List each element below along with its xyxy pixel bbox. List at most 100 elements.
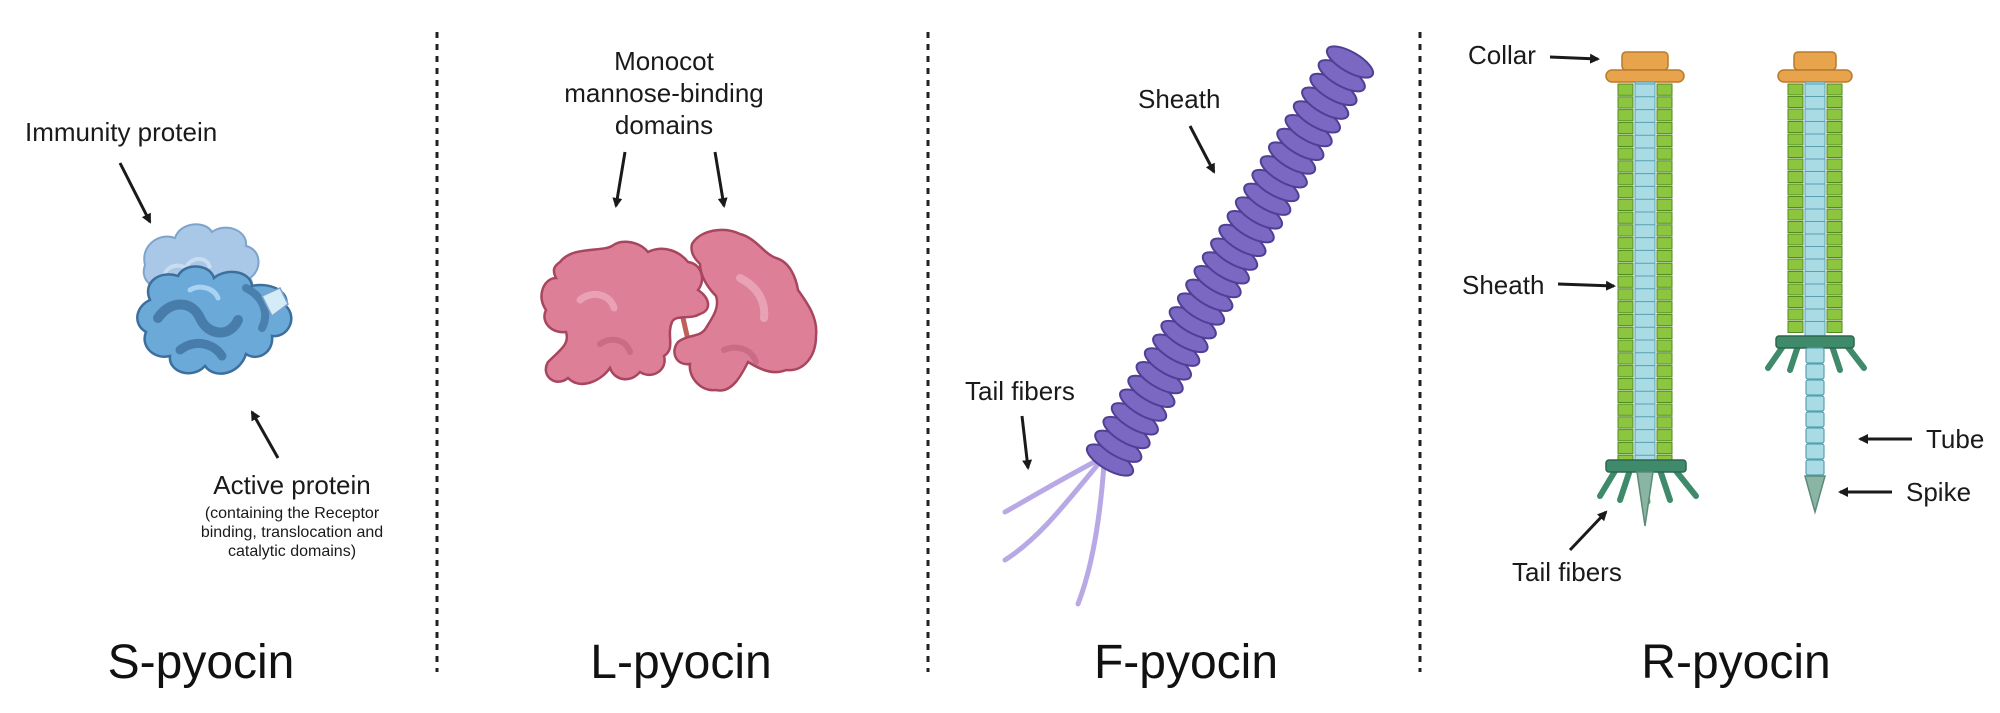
r-pyocin-extended: [1597, 51, 1699, 527]
sheath-block: [1617, 326, 1634, 340]
sheath-block: [1617, 352, 1634, 365]
sheath-block: [1656, 147, 1673, 160]
f-pyocin-tail-fibers: [1002, 457, 1107, 607]
r-pyocin-panel: Collar Sheath Tail fibers Tube Spike R-p…: [1462, 40, 1984, 689]
sheath-block: [1656, 109, 1673, 122]
sheath-block: [1826, 133, 1843, 146]
sheath-block: [1617, 403, 1634, 416]
r-pyocin-title: R-pyocin: [1641, 636, 1830, 689]
f-sheath-arrow: [1188, 125, 1216, 174]
sheath-block: [1787, 96, 1804, 108]
r-sheath-arrow: [1557, 280, 1616, 291]
sheath-block: [1656, 416, 1673, 429]
sheath-block: [1656, 429, 1673, 442]
sheath-block: [1787, 246, 1804, 258]
sheath-block: [1617, 134, 1634, 147]
sheath-block: [1656, 211, 1673, 224]
sheath-block: [1787, 221, 1804, 233]
sheath-block: [1617, 416, 1634, 429]
active-arrow: [250, 410, 280, 459]
sheath-block: [1656, 313, 1673, 327]
tube-segment: [1805, 379, 1825, 396]
sheath-block: [1617, 198, 1634, 211]
sheath-block: [1656, 377, 1673, 391]
sheath-block: [1656, 121, 1673, 135]
sheath-block: [1826, 221, 1843, 233]
r2-collar-base: [1777, 69, 1853, 83]
sheath-block: [1617, 288, 1634, 301]
sheath-block: [1617, 249, 1634, 263]
sheath-block: [1656, 301, 1673, 314]
sheath-block: [1787, 296, 1804, 308]
sheath-block: [1656, 160, 1673, 173]
sheath-block: [1617, 339, 1634, 352]
sheath-block: [1617, 377, 1634, 391]
sheath-block: [1826, 108, 1843, 121]
r-contracted-sheath: [1787, 81, 1843, 337]
f-sheath-label: Sheath: [1138, 84, 1220, 114]
sheath-block: [1826, 196, 1843, 208]
sheath-block: [1787, 271, 1804, 283]
sheath-block: [1826, 183, 1843, 196]
sheath-block: [1617, 185, 1634, 199]
domains-label-line3: domains: [615, 110, 713, 140]
f-tail-fibers-arrow: [1020, 415, 1033, 470]
sheath-block: [1617, 160, 1634, 173]
sheath-block: [1826, 258, 1843, 271]
sheath-block: [1826, 296, 1843, 308]
r-extended-baseplate: [1597, 459, 1699, 527]
r-contracted-baseplate: [1765, 335, 1867, 373]
f-pyocin-title: F-pyocin: [1094, 636, 1278, 689]
sheath-block: [1656, 249, 1673, 263]
r-pyocin-contracted: [1765, 51, 1867, 515]
r-tail-fibers-label: Tail fibers: [1512, 557, 1622, 587]
sheath-block: [1656, 441, 1673, 455]
collar-label: Collar: [1468, 40, 1536, 70]
sheath-block: [1826, 83, 1843, 96]
spike-label: Spike: [1906, 477, 1971, 507]
r-collar-base: [1605, 69, 1685, 83]
s-pyocin-protein-illustration: [136, 223, 293, 375]
sheath-block: [1617, 147, 1634, 160]
sheath-block: [1617, 301, 1634, 314]
sheath-block: [1656, 262, 1673, 276]
sheath-block: [1656, 185, 1673, 199]
domain-arrow-right: [713, 151, 728, 208]
sheath-block: [1617, 109, 1634, 122]
sheath-block: [1787, 183, 1804, 196]
active-protein-note-line2: binding, translocation and: [201, 524, 383, 541]
sheath-block: [1787, 321, 1804, 333]
f-pyocin-sheath: [1085, 45, 1375, 477]
sheath-block: [1617, 96, 1634, 109]
sheath-block: [1787, 171, 1804, 183]
tube-segment: [1805, 443, 1825, 460]
tube-segment: [1805, 459, 1825, 476]
r-contracted-spike: [1804, 475, 1826, 515]
sheath-block: [1617, 237, 1634, 250]
sheath-block: [1787, 308, 1804, 321]
l-pyocin-domains-illustration: [540, 228, 818, 392]
sheath-block: [1656, 288, 1673, 301]
sheath-ring: [1325, 45, 1375, 79]
active-protein-label: Active protein: [213, 470, 371, 500]
sheath-block: [1617, 224, 1634, 237]
r-tail-fibers-arrow: [1568, 510, 1608, 552]
sheath-block: [1656, 173, 1673, 186]
sheath-block: [1787, 158, 1804, 171]
sheath-block: [1787, 196, 1804, 208]
sheath-block: [1656, 365, 1673, 378]
sheath-block: [1617, 262, 1634, 276]
tube-label: Tube: [1926, 424, 1984, 454]
sheath-block: [1617, 390, 1634, 404]
sheath-block: [1787, 83, 1804, 96]
domains-label-line1: Monocot: [614, 46, 714, 76]
r-collar-top: [1621, 51, 1669, 71]
immunity-protein-label: Immunity protein: [25, 117, 217, 147]
sheath-block: [1656, 352, 1673, 365]
f-pyocin-panel: Sheath Tail fibers F-pyocin: [965, 45, 1375, 689]
active-protein-note-line1: (containing the Receptor: [205, 505, 380, 522]
sheath-block: [1826, 308, 1843, 321]
l-pyocin-title: L-pyocin: [590, 636, 771, 689]
sheath-block: [1656, 403, 1673, 416]
